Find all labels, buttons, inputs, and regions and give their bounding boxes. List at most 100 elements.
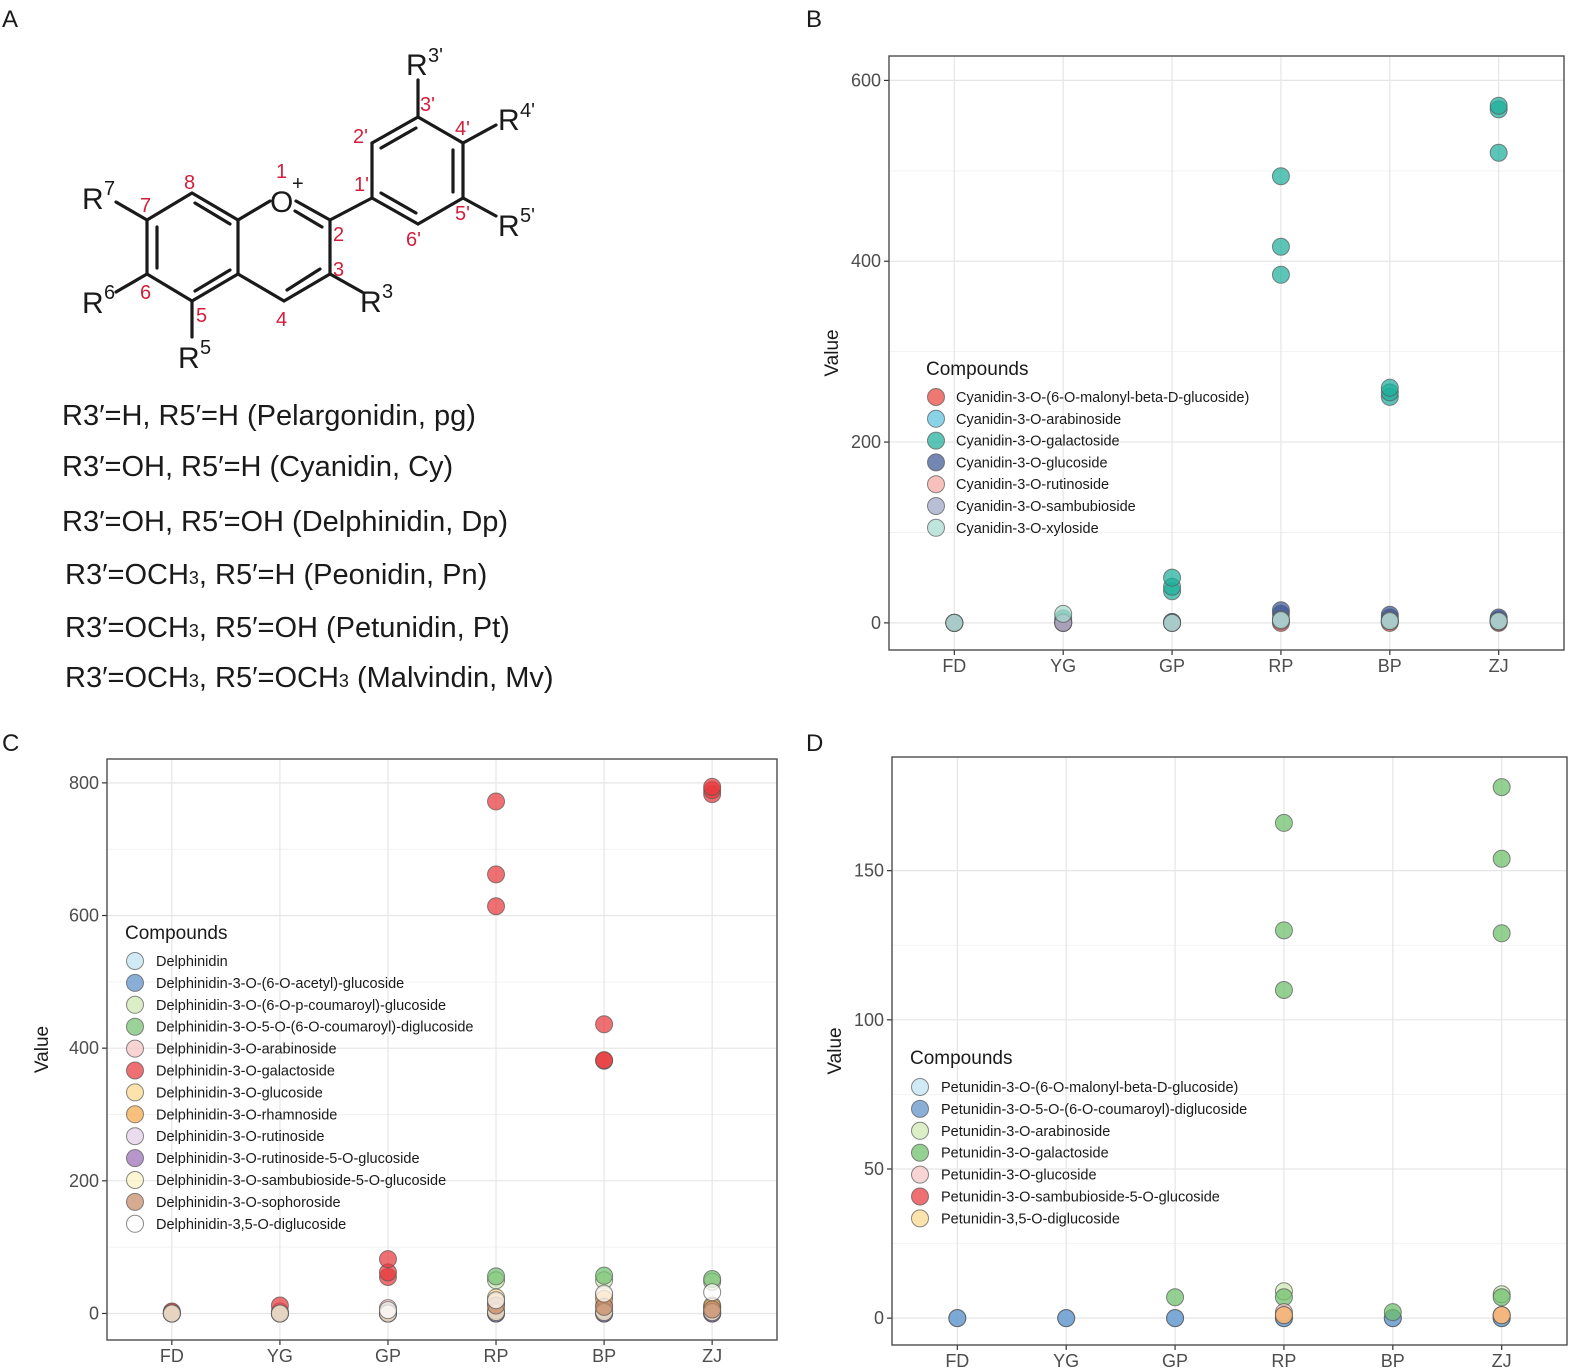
data-point	[703, 1300, 722, 1319]
data-point	[378, 1250, 397, 1269]
legend-label: Petunidin-3-O-5-O-(6-O-coumaroyl)-digluc…	[941, 1102, 1247, 1118]
substituent-r3prime: R 3'	[406, 45, 443, 82]
data-point	[1271, 167, 1290, 186]
legend-label: Delphinidin	[156, 954, 228, 970]
data-point	[1492, 849, 1511, 868]
position-4prime: 4'	[455, 118, 470, 140]
legend-label: Delphinidin-3-O-galactoside	[156, 1064, 335, 1080]
y-tick-label: 800	[69, 773, 99, 793]
data-point	[1489, 96, 1508, 115]
svg-text:R: R	[406, 49, 428, 82]
data-point	[1271, 611, 1290, 630]
data-point	[487, 792, 506, 811]
svg-text:5: 5	[200, 337, 211, 359]
legend-label: Cyanidin-3-O-sambubioside	[956, 499, 1136, 515]
legend-key	[927, 518, 945, 537]
data-point	[1492, 924, 1511, 943]
legend-label: Delphinidin-3-O-rutinoside	[156, 1129, 324, 1145]
y-tick-label: 400	[69, 1038, 99, 1058]
y-tick-label: 0	[89, 1303, 99, 1323]
data-point	[1380, 612, 1399, 631]
legend-key	[927, 409, 945, 428]
formula-peonidin: R3′=OCH3, R5′=H (Peonidin, Pn)	[65, 559, 488, 591]
legend-key	[126, 1171, 144, 1189]
data-point	[1492, 1288, 1511, 1307]
legend-key	[927, 453, 945, 472]
y-tick-label: 600	[851, 70, 881, 90]
data-point	[1274, 921, 1293, 940]
data-point	[1492, 778, 1511, 797]
series-7	[1274, 1306, 1511, 1325]
data-point	[1166, 1288, 1185, 1307]
legend-key	[927, 475, 945, 494]
data-point	[487, 1291, 506, 1310]
y-tick-label: 150	[854, 861, 884, 881]
legend-title: Compounds	[910, 1048, 1012, 1069]
x-tick-label: RP	[484, 1346, 509, 1366]
position-3prime: 3'	[420, 94, 435, 116]
svg-text:R: R	[360, 286, 382, 319]
data-point	[487, 1267, 506, 1286]
plot-background	[889, 56, 1564, 650]
y-tick-label: 0	[874, 1308, 884, 1328]
x-tick-label: FD	[945, 1351, 969, 1371]
legend: CompoundsDelphinidinDelphinidin-3-O-(6-O…	[125, 923, 474, 1233]
legend-key	[126, 1105, 144, 1124]
svg-text:3': 3'	[428, 45, 443, 67]
formula-petunidin: R3′=OCH3, R5′=OH (Petunidin, Pt)	[65, 612, 510, 644]
position-7: 7	[140, 195, 151, 217]
legend: CompoundsPetunidin-3-O-(6-O-malonyl-beta…	[910, 1048, 1247, 1228]
x-tick-label: BP	[1381, 1351, 1405, 1371]
legend: CompoundsCyanidin-3-O-(6-O-malonyl-beta-…	[926, 359, 1249, 537]
legend-label: Petunidin-3-O-glucoside	[941, 1168, 1097, 1184]
position-1: 1	[276, 161, 287, 183]
panel-b-letter: B	[806, 6, 823, 33]
legend-title: Compounds	[125, 923, 227, 944]
x-tick-label: YG	[1053, 1351, 1079, 1371]
svg-text:R: R	[82, 183, 104, 216]
legend-label: Cyanidin-3-O-galactoside	[956, 434, 1120, 450]
legend-label: Cyanidin-3-O-glucoside	[956, 455, 1108, 471]
panel-c-letter: C	[2, 730, 20, 757]
position-8: 8	[184, 172, 195, 194]
y-tick-label: 400	[851, 251, 881, 271]
series-4	[487, 1266, 722, 1288]
y-tick-label: 600	[69, 906, 99, 926]
legend-label: Cyanidin-3-O-(6-O-malonyl-beta-D-glucosi…	[956, 390, 1249, 406]
position-2: 2	[333, 224, 344, 246]
data-point	[1274, 1306, 1293, 1325]
y-axis-title: Value	[32, 1026, 53, 1073]
data-point	[1163, 568, 1182, 587]
oxygen-label: O	[270, 186, 293, 219]
plot-border	[891, 756, 1568, 1346]
panel-d-letter: D	[806, 730, 824, 757]
svg-text:4': 4'	[520, 100, 535, 122]
y-tick-label: 100	[854, 1010, 884, 1030]
substituent-r5prime: R 5'	[498, 205, 535, 243]
legend-label: Delphinidin-3-O-sambubioside-5-O-glucosi…	[156, 1173, 446, 1189]
legend-label: Petunidin-3-O-sambubioside-5-O-glucoside	[941, 1190, 1220, 1206]
data-point	[378, 1301, 397, 1320]
substituent-r3: R 3	[360, 281, 393, 319]
legend-key	[126, 952, 144, 970]
data-point	[487, 865, 506, 884]
position-5prime: 5'	[455, 203, 470, 225]
svg-text:6: 6	[104, 282, 115, 304]
plot-border	[888, 55, 1565, 651]
substituent-r4prime: R 4'	[498, 100, 535, 137]
legend-label: Delphinidin-3-O-rhamnoside	[156, 1107, 337, 1123]
legend-key	[911, 1165, 929, 1184]
legend-key	[126, 1127, 144, 1146]
charge-label: +	[292, 173, 304, 195]
data-point	[1380, 378, 1399, 397]
svg-text:R: R	[498, 210, 520, 243]
position-3: 3	[333, 259, 344, 281]
data-point	[945, 613, 964, 632]
legend-label: Petunidin-3,5-O-diglucoside	[941, 1211, 1120, 1227]
position-4: 4	[276, 309, 287, 331]
legend-label: Delphinidin-3-O-5-O-(6-O-coumaroyl)-digl…	[156, 1020, 474, 1036]
substituent-r5: R 5	[178, 337, 211, 375]
legend-key	[927, 431, 945, 450]
legend-key	[911, 1209, 929, 1228]
